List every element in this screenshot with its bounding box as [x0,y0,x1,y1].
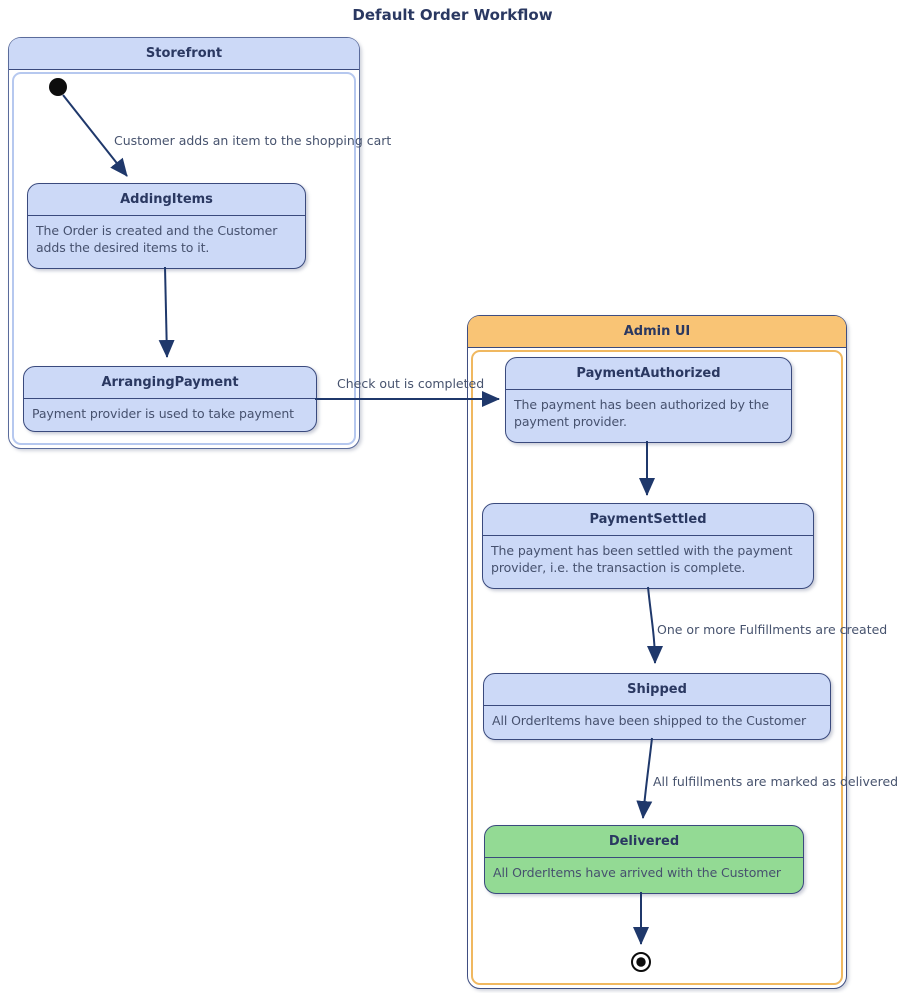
state-payment-authorized: PaymentAuthorized The payment has been a… [505,357,792,443]
state-delivered-description: All OrderItems have arrived with the Cus… [493,865,781,880]
transition-label-add-item: Customer adds an item to the shopping ca… [114,133,392,148]
state-shipped: Shipped All OrderItems have been shipped… [483,673,831,740]
state-arranging-payment: ArrangingPayment Payment provider is use… [23,366,317,432]
transition-label-marked-delivered: All fulfillments are marked as delivered [653,774,899,789]
state-adding-items: AddingItems The Order is created and the… [27,183,306,269]
state-arranging-payment-title: ArrangingPayment [24,367,316,399]
state-delivered-title: Delivered [485,826,803,858]
container-storefront-label: Storefront [145,46,223,61]
transition-label-checkout-completed: Check out is completed [337,376,485,391]
state-shipped-description: All OrderItems have been shipped to the … [492,713,807,728]
state-payment-settled-title: PaymentSettled [483,504,813,536]
state-payment-authorized-description: The payment has been authorized by the p… [514,397,770,429]
diagram-title: Default Order Workflow [352,6,553,24]
container-admin-ui-label: Admin UI [623,324,691,339]
state-payment-settled-description: The payment has been settled with the pa… [491,543,793,575]
state-delivered: Delivered All OrderItems have arrived wi… [484,825,804,894]
state-adding-items-title: AddingItems [28,184,305,216]
state-payment-authorized-title: PaymentAuthorized [506,358,791,390]
container-admin-ui-header: Admin UI [468,316,846,348]
state-payment-settled: PaymentSettled The payment has been sett… [482,503,814,589]
state-arranging-payment-description: Payment provider is used to take payment [32,406,294,421]
state-shipped-title: Shipped [484,674,830,706]
state-adding-items-description: The Order is created and the Customer ad… [36,223,278,255]
container-storefront-header: Storefront [9,38,359,70]
transition-label-fulfillments-created: One or more Fulfillments are created [657,622,888,637]
